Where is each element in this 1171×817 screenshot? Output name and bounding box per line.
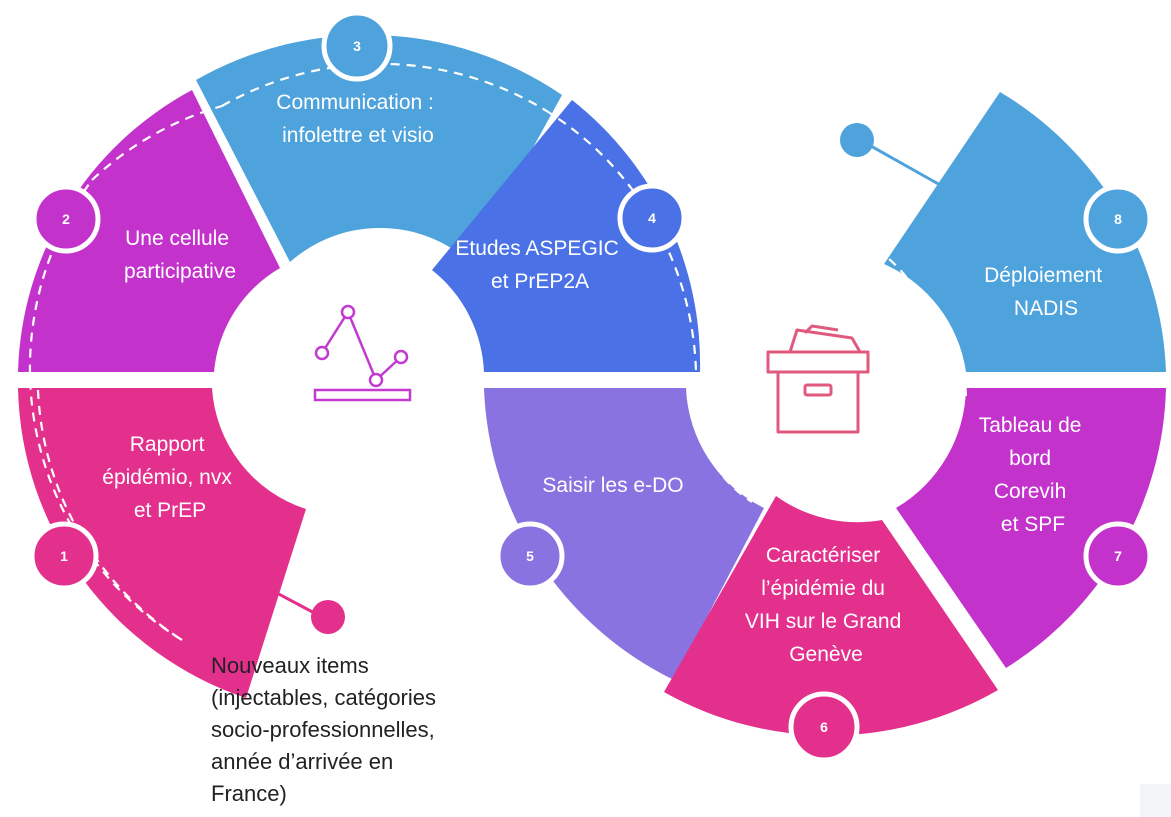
number-4: 4 bbox=[648, 210, 656, 226]
segment-4-label: Etudes ASPEGIC et PrEP2A bbox=[455, 237, 624, 293]
segment-8 bbox=[884, 92, 1166, 372]
segment-2 bbox=[18, 90, 280, 372]
segment-3-label: Communication : infolettre et visio bbox=[276, 91, 439, 147]
segment-5 bbox=[484, 388, 764, 680]
line-chart-icon bbox=[313, 304, 412, 402]
number-circle-2: 2 bbox=[31, 184, 101, 254]
dashed-path-left-top bbox=[91, 104, 223, 181]
pin-icon bbox=[244, 574, 345, 634]
dashed-path-right-ring bbox=[939, 319, 968, 397]
segment-1 bbox=[18, 388, 306, 698]
number-5: 5 bbox=[526, 548, 534, 564]
number-circle-5: 5 bbox=[495, 521, 565, 591]
corner-decoration bbox=[1140, 784, 1171, 817]
segment-7-label: Tableau de bord Corevih et SPF bbox=[979, 414, 1088, 536]
dashed-path-right-top bbox=[869, 243, 917, 291]
segment-6-label: Caractériser l’épidémie du VIH sur le Gr… bbox=[745, 544, 907, 666]
number-3: 3 bbox=[353, 38, 361, 54]
number-7: 7 bbox=[1114, 548, 1122, 564]
dashed-path-top bbox=[221, 62, 546, 111]
segment-2-label: Une cellule participative bbox=[124, 227, 236, 283]
number-circle-8: 8 bbox=[1083, 184, 1153, 254]
pin-icon-right bbox=[840, 123, 943, 188]
segment-1-label: Rapport épidémio, nvx et PrEP bbox=[102, 433, 237, 522]
number-circle-1: 1 bbox=[29, 521, 99, 591]
segment-8-label: Déploiement NADIS bbox=[984, 264, 1108, 320]
number-2: 2 bbox=[62, 211, 70, 227]
number-1: 1 bbox=[60, 548, 68, 564]
number-circle-4: 4 bbox=[617, 183, 687, 253]
number-6: 6 bbox=[820, 719, 828, 735]
segment-5-label: Saisir les e-DO bbox=[542, 474, 683, 497]
segment-4 bbox=[432, 100, 701, 372]
number-circle-3: 3 bbox=[321, 10, 393, 82]
dashed-path-e-do bbox=[694, 419, 753, 503]
archive-box-icon bbox=[766, 324, 870, 434]
segment-3 bbox=[196, 34, 562, 262]
dashed-path-right bbox=[544, 109, 698, 373]
number-circle-7: 7 bbox=[1083, 521, 1153, 591]
segment-7 bbox=[896, 388, 1166, 668]
number-circle-6: 6 bbox=[788, 691, 860, 763]
note-text: Nouveaux items (injectables, catégories … bbox=[211, 653, 442, 806]
segment-6 bbox=[664, 496, 998, 736]
number-8: 8 bbox=[1114, 211, 1122, 227]
